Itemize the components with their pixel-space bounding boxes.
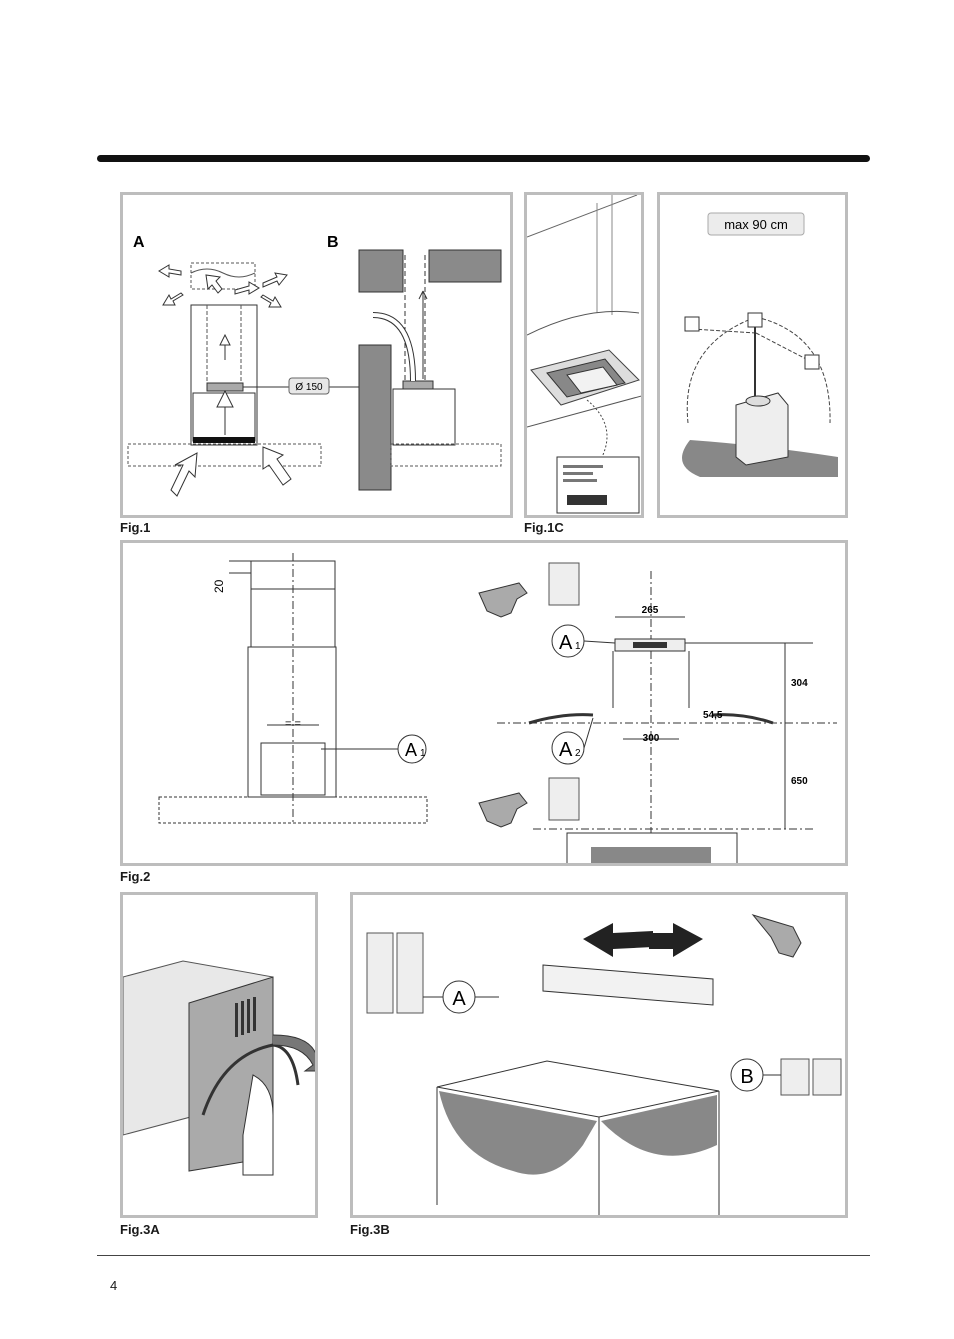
a2-sub: 2: [575, 748, 581, 759]
a1-left-sub: 1: [420, 748, 426, 759]
fig1c-panel-right: max 90 cm: [657, 192, 848, 518]
a1-left-letter: A: [405, 740, 417, 760]
fig1-label-b: B: [327, 234, 339, 251]
fig3a-caption: Fig.3A: [120, 1222, 160, 1237]
fig1c-left-drawing: [527, 195, 641, 514]
fig3b-drawing: A B: [366, 914, 842, 1215]
move-arrows-icon: [583, 923, 703, 957]
fig2-drawing: 20 = = A 1 265 304 650 300 54,5: [158, 553, 837, 863]
fig3b-panel: A B: [350, 892, 848, 1218]
drill-icon: [751, 914, 802, 958]
a2-letter: A: [559, 739, 573, 761]
fig3a-drawing: [123, 960, 315, 1176]
fig1-label-a: A: [133, 234, 145, 251]
fig3a-panel: [120, 892, 318, 1218]
fig3b-label-a: A: [452, 988, 466, 1010]
a1-right-sub: 1: [575, 641, 581, 652]
fig1-diameter-label: Ø 150: [295, 382, 323, 393]
max-height-label: max 90 cm: [724, 217, 788, 232]
fig3b-label-b: B: [740, 1066, 753, 1088]
page-number: 4: [110, 1278, 118, 1293]
dim-300: 300: [643, 733, 660, 744]
fig2-caption: Fig.2: [120, 869, 151, 884]
dim-54-5: 54,5: [703, 710, 723, 721]
fig1c-caption: Fig.1C: [524, 520, 564, 535]
dim-304: 304: [791, 678, 808, 689]
fig3b-caption: Fig.3B: [350, 1222, 390, 1237]
fig1-panel: A B Ø 150: [120, 192, 513, 518]
dim-20: 20: [212, 579, 226, 593]
fig1c-panel-left: [524, 192, 644, 518]
header-rule: [97, 155, 870, 162]
drill-icon: [478, 582, 528, 828]
fig1-drawing: A B Ø 150: [127, 234, 502, 497]
fig1-caption: Fig.1: [120, 520, 151, 535]
equal-sign: = =: [285, 718, 301, 730]
dim-650: 650: [791, 776, 808, 787]
a1-right-letter: A: [559, 632, 573, 654]
dim-265: 265: [642, 605, 659, 616]
fig2-panel: 20 = = A 1 265 304 650 300 54,5: [120, 540, 848, 866]
fig1c-right-drawing: max 90 cm: [682, 212, 838, 477]
footer-rule: [97, 1255, 870, 1256]
